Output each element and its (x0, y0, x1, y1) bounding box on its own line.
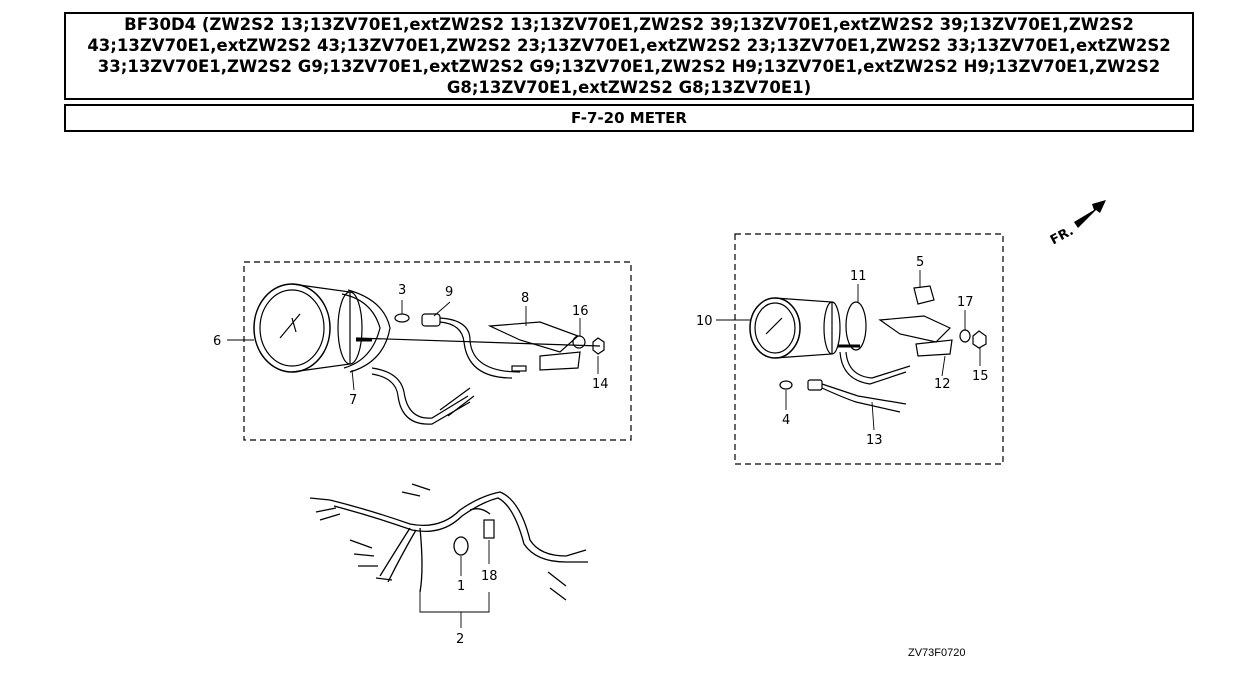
fr-label: FR. (1048, 224, 1076, 249)
right-group-frame (734, 233, 1004, 465)
section-box: F-7-20 METER (64, 104, 1194, 132)
callout-16: 16 (572, 304, 589, 319)
bulb-4 (779, 380, 793, 390)
leader-lines (227, 270, 981, 628)
model-title: BF30D4 (ZW2S2 13;13ZV70E1,extZW2S2 13;13… (87, 15, 1171, 97)
callout-17: 17 (957, 295, 974, 310)
wire-harness-2 (309, 483, 588, 601)
washer-16 (572, 335, 586, 349)
callout-9: 9 (445, 285, 453, 300)
washer-17 (959, 329, 971, 343)
callout-5: 5 (916, 255, 924, 270)
callout-10: 10 (696, 314, 713, 329)
lamp-socket-9 (421, 313, 527, 379)
callout-3: 3 (398, 283, 406, 298)
left-group-frame (243, 261, 632, 441)
front-direction-indicator: FR. (1048, 200, 1106, 248)
callout-12: 12 (934, 377, 951, 392)
meter-ring-11 (845, 301, 867, 351)
nut-15 (972, 330, 987, 349)
callout-1: 1 (457, 579, 465, 594)
bulb-3 (394, 313, 410, 323)
trim-meter-10 (749, 297, 860, 359)
grommet-18 (483, 519, 495, 539)
clip-5 (913, 285, 935, 305)
bracket-8 (487, 321, 581, 371)
callout-13: 13 (866, 433, 883, 448)
callout-labels: 6 7 3 9 8 16 14 10 11 5 17 12 15 4 13 1 … (213, 255, 989, 647)
left-meter-group (243, 261, 632, 441)
tachometer-6 (253, 283, 372, 373)
callout-7: 7 (349, 393, 357, 408)
callout-8: 8 (521, 291, 529, 306)
section-title: F-7-20 METER (571, 109, 687, 127)
callout-14: 14 (592, 377, 609, 392)
bracket-12 (878, 315, 953, 357)
right-meter-group (734, 233, 1004, 465)
callout-2: 2 (456, 632, 464, 647)
clamp-1 (453, 536, 469, 556)
callout-11: 11 (850, 269, 867, 284)
nut-14 (592, 337, 605, 355)
callout-4: 4 (782, 413, 790, 428)
meter-ring-7 (341, 293, 381, 369)
callout-15: 15 (972, 369, 989, 384)
fr-arrow-icon (1074, 200, 1106, 228)
lamp-socket-13 (807, 351, 911, 413)
callout-6: 6 (213, 334, 221, 349)
header-box: BF30D4 (ZW2S2 13;13ZV70E1,extZW2S2 13;13… (64, 12, 1194, 100)
callout-18: 18 (481, 569, 498, 584)
drawing-code: ZV73F0720 (908, 647, 965, 659)
